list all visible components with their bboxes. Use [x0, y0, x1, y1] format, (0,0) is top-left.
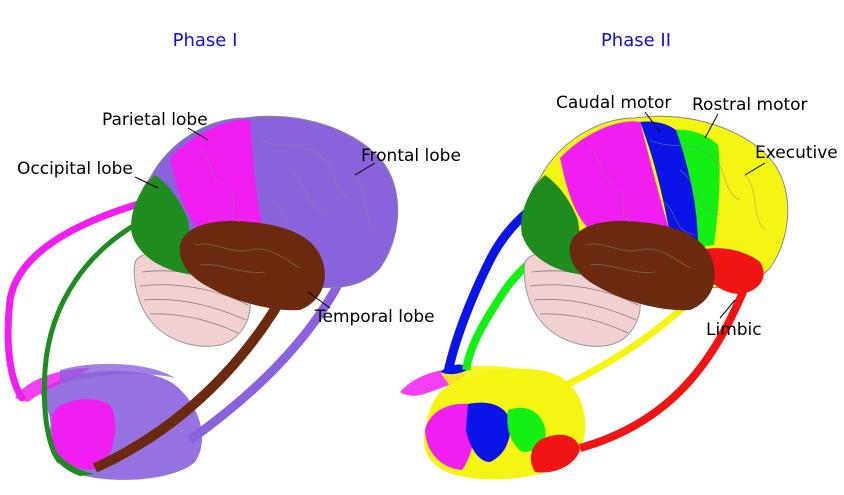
leader-limbic	[719, 299, 736, 319]
leader-frontal	[354, 162, 376, 176]
label-caudal-motor: Caudal motor	[556, 93, 671, 113]
label-parietal-lobe: Parietal lobe	[102, 110, 208, 130]
leader-caudal-motor	[644, 111, 661, 133]
phase-2-title: Phase II	[601, 30, 671, 51]
phase-2-brain	[521, 115, 789, 347]
leader-temporal	[307, 291, 331, 309]
label-rostral-motor: Rostral motor	[692, 95, 808, 115]
phase-2-striatum	[400, 364, 586, 480]
label-occipital-lobe: Occipital lobe	[17, 159, 133, 179]
label-frontal-lobe: Frontal lobe	[361, 146, 461, 166]
leader-occipital	[134, 176, 159, 189]
leader-executive	[744, 162, 766, 176]
label-executive: Executive	[755, 143, 838, 163]
phase-2-panel: Phase II	[400, 30, 838, 480]
leader-parietal	[187, 127, 209, 141]
phase-1-brain	[131, 115, 399, 347]
phase-1-labels: Parietal lobe Occipital lobe Frontal lob…	[17, 110, 461, 327]
phase-1-panel: Phase I	[4, 30, 461, 480]
phase-2-labels: Caudal motor Rostral motor Executive Lim…	[556, 93, 838, 340]
label-limbic: Limbic	[706, 320, 762, 340]
phase-1-title: Phase I	[173, 30, 238, 51]
leader-rostral-motor	[704, 113, 719, 139]
phase-1-striatum	[15, 363, 203, 480]
label-temporal-lobe: Temporal lobe	[314, 307, 435, 327]
